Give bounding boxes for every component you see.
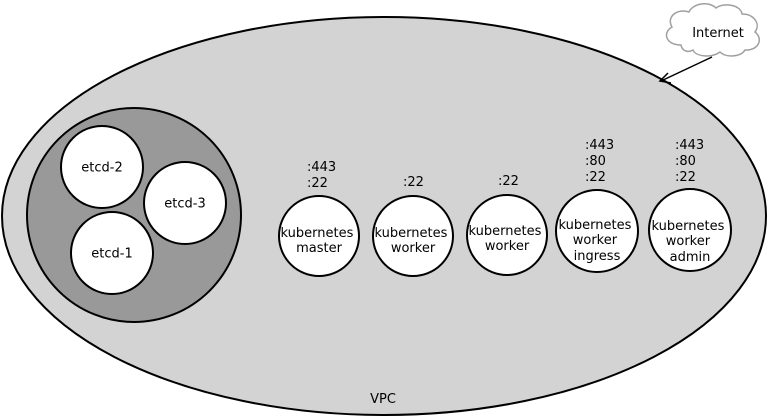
- node-label-line: ingress: [574, 249, 621, 264]
- node-label-line: worker: [485, 239, 530, 254]
- node-label-line: kubernetes: [559, 218, 632, 233]
- node-circle: [555, 189, 639, 273]
- port-label: :443: [307, 160, 336, 175]
- kubernetes-worker-ingress-node: kubernetes worker ingress :443 :80 :22: [555, 138, 639, 273]
- kubernetes-nodes: kubernetes master :443 :22 kubernetes wo…: [278, 138, 732, 277]
- port-label: :80: [585, 154, 606, 169]
- node-label: kubernetes worker admin: [652, 219, 729, 265]
- port-label: :443: [585, 138, 614, 153]
- port-label: :22: [403, 175, 424, 190]
- node-ports: :443 :80 :22: [675, 138, 708, 185]
- internet-label: Internet: [692, 26, 744, 41]
- node-label-line: kubernetes: [281, 226, 354, 241]
- etcd-node-1-label: etcd-1: [91, 247, 132, 262]
- vpc-label: VPC: [370, 392, 396, 407]
- node-label-line: master: [296, 241, 342, 256]
- node-label-line: worker: [391, 241, 436, 256]
- port-label: :22: [498, 174, 519, 189]
- port-label: :80: [675, 154, 696, 169]
- port-label: :22: [675, 170, 696, 185]
- node-label-line: kubernetes: [652, 219, 725, 234]
- etcd-node-2: [60, 125, 144, 209]
- node-label: kubernetes worker: [469, 224, 546, 254]
- node-circle: [372, 195, 454, 277]
- internet-to-vpc-arrow: [658, 56, 713, 84]
- node-label-line: worker: [666, 234, 711, 249]
- node-label: kubernetes worker ingress: [559, 218, 636, 264]
- port-label: :22: [585, 170, 606, 185]
- etcd-node-3-label: etcd-3: [164, 197, 205, 212]
- etcd-node-2-label: etcd-2: [81, 161, 122, 176]
- node-label: kubernetes worker: [375, 226, 452, 256]
- etcd-node-3: [143, 161, 227, 245]
- node-label-line: worker: [573, 233, 618, 248]
- node-label-line: admin: [670, 250, 711, 265]
- kubernetes-worker-node: kubernetes worker :22: [466, 174, 548, 276]
- node-ports: :443 :22: [307, 160, 340, 191]
- kubernetes-worker-admin-node: kubernetes worker admin :443 :80 :22: [648, 138, 732, 272]
- internet-cloud: Internet: [665, 3, 760, 57]
- node-label: kubernetes master: [281, 226, 358, 256]
- cloud-icon: [665, 3, 760, 57]
- port-label: :443: [675, 138, 704, 153]
- node-ports: :22: [498, 174, 519, 189]
- node-label-line: kubernetes: [375, 226, 448, 241]
- etcd-cluster: etcd-2 etcd-3 etcd-1: [26, 107, 242, 323]
- node-ports: :443 :80 :22: [585, 138, 618, 185]
- node-ports: :22: [403, 175, 424, 190]
- kubernetes-master-node: kubernetes master :443 :22: [278, 160, 360, 277]
- kubernetes-worker-node: kubernetes worker :22: [372, 175, 454, 277]
- node-circle: [466, 194, 548, 276]
- node-circle: [278, 195, 360, 277]
- node-label-line: kubernetes: [469, 224, 542, 239]
- port-label: :22: [307, 176, 328, 191]
- etcd-node-1: [70, 211, 154, 295]
- node-circle: [648, 188, 732, 272]
